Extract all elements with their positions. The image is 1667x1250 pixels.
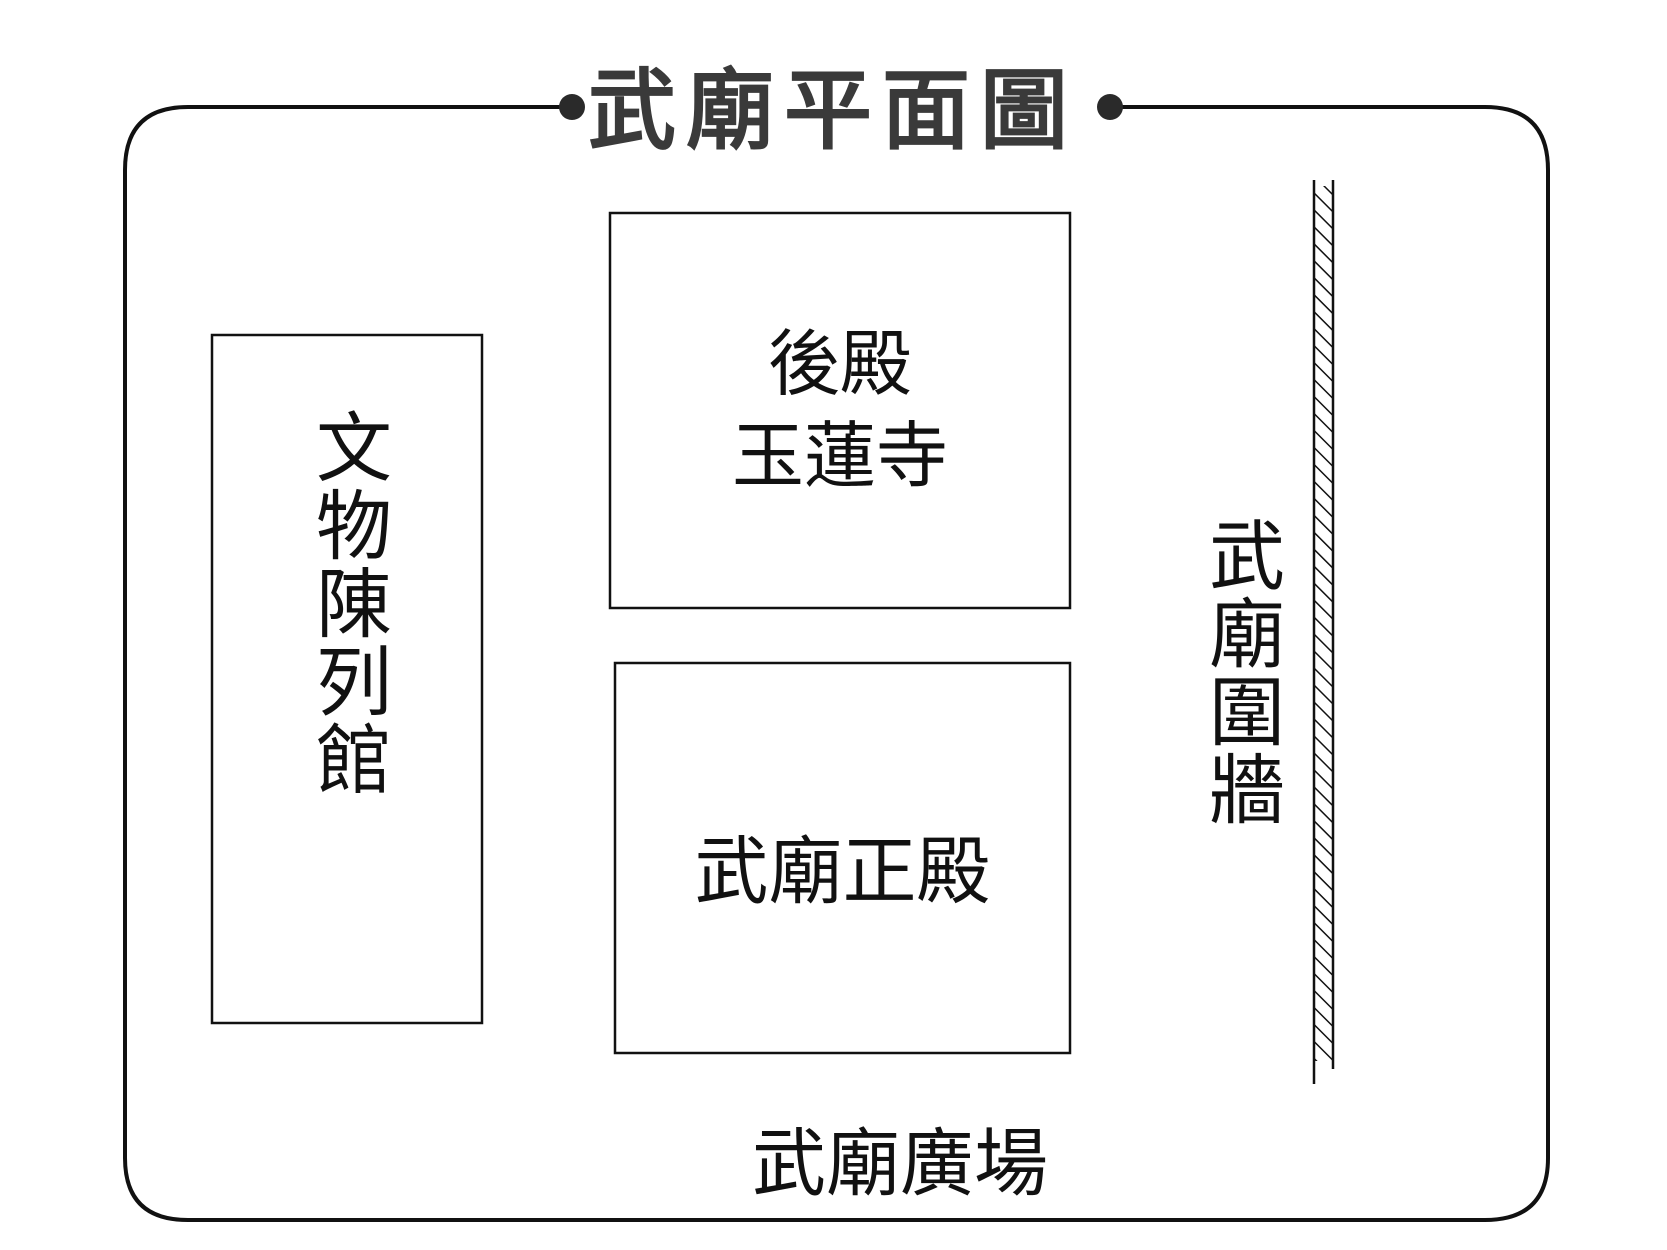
site-boundary <box>123 105 1550 1222</box>
yulian-temple-name: 玉蓮寺 <box>731 414 948 498</box>
back-hall-outline <box>608 211 1072 610</box>
title-left-dot <box>559 94 585 120</box>
back-hall-label: 後殿 玉蓮寺 <box>610 300 1070 520</box>
temple-wall-hatch <box>1314 186 1333 1061</box>
museum-label: 文物陳列館 <box>303 407 392 798</box>
museum-outline <box>210 333 484 1025</box>
back-hall-name: 後殿 <box>767 322 912 406</box>
page-title: 武廟平面圖 <box>587 57 1078 162</box>
main-hall-outline <box>613 661 1072 1055</box>
temple-wall-label: 武廟圍牆 <box>1196 516 1285 828</box>
main-hall-label: 武廟正殿 <box>694 828 991 915</box>
plaza-label: 武廟廣場 <box>752 1121 1048 1207</box>
title-right-dot <box>1097 94 1123 120</box>
